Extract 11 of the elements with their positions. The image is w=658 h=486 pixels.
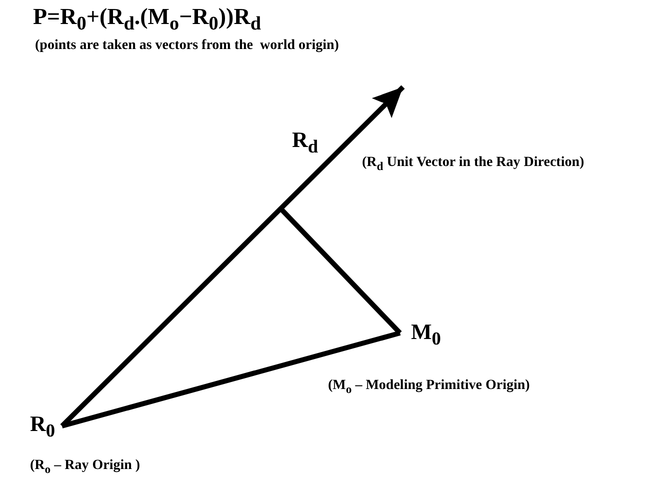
- point-label: R$_{0}$: [30, 412, 56, 441]
- formula-title: P=R$_{0}$+(R$_{d}$.(M$_{o}$−R$_{0}$))R$_{d}$: [33, 4, 261, 35]
- point-label: M$_{0}$: [411, 320, 441, 349]
- edge-label: R$_{d}$: [292, 128, 318, 157]
- line: [61, 330, 401, 428]
- line: [280, 208, 402, 335]
- arrow: [60, 85, 405, 428]
- point-caption: (R$_{o}$ – Ray Origin ): [30, 458, 140, 477]
- point-caption: (M$_{o}$ – Modeling Primitive Origin): [328, 378, 530, 397]
- note-text: (R$_{d}$ Unit Vector in the Ray Direction): [362, 155, 584, 174]
- note-text: (points are taken as vectors from the world origin): [35, 38, 339, 54]
